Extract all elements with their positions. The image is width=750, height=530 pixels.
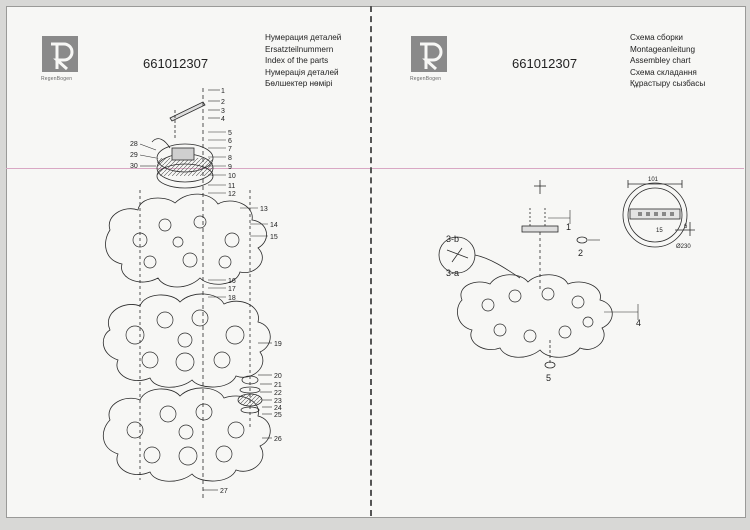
callout-2: 2 <box>578 248 583 258</box>
title-ru: Схема сборки <box>630 33 683 42</box>
callout-8: 8 <box>228 155 232 162</box>
callout-14: 14 <box>270 222 278 229</box>
title-ua: Нумерація деталей <box>265 67 339 77</box>
title-kz: Құрастыру сызбасы <box>630 79 706 89</box>
title-de: Ersatzteilnummern <box>265 44 334 54</box>
callout-25: 25 <box>274 412 282 419</box>
regenbogen-logo-icon <box>42 36 78 72</box>
dimension-diameter: Ø230 <box>676 244 691 250</box>
dimension-101: 101 <box>648 177 659 183</box>
title-en: Index of the parts <box>265 56 329 66</box>
callout-5: 5 <box>546 373 551 383</box>
instruction-sheet <box>6 6 746 518</box>
callout-15: 15 <box>270 234 278 241</box>
page-titles: Нумерация деталей Ersatzteilnummern Inde… <box>265 32 341 90</box>
dimension-6: 6 <box>684 224 688 230</box>
callout-21: 21 <box>274 382 282 389</box>
callout-5: 5 <box>228 130 232 137</box>
fold-line <box>370 6 372 516</box>
callout-24: 24 <box>274 405 282 412</box>
page-titles: Схема сборки Montageanleitung Assembley … <box>630 32 705 90</box>
callout-3: 3 <box>221 108 225 115</box>
callout-28: 28 <box>130 141 138 148</box>
dimension-15: 15 <box>656 228 663 234</box>
callout-20: 20 <box>274 373 282 380</box>
callout-17: 17 <box>228 286 236 293</box>
callout-11: 11 <box>228 183 235 190</box>
callout-7: 7 <box>228 146 232 153</box>
callout-1: 1 <box>566 222 571 232</box>
callout-3a: 3-a <box>446 268 459 278</box>
callout-2: 2 <box>221 99 225 106</box>
callout-9: 9 <box>228 164 232 171</box>
callout-13: 13 <box>260 206 268 213</box>
callout-12: 12 <box>228 191 236 198</box>
title-ru: Нумерация деталей <box>265 33 342 42</box>
callout-1: 1 <box>221 88 225 95</box>
callout-27: 27 <box>220 488 228 495</box>
guide-line <box>6 168 744 169</box>
callout-23: 23 <box>274 398 282 405</box>
title-ua: Схема складання <box>630 67 697 77</box>
callout-10: 10 <box>228 173 236 180</box>
title-de: Montageanleitung <box>630 44 696 54</box>
logo-text: RegenBogen <box>410 76 442 82</box>
callout-30: 30 <box>130 163 138 170</box>
product-code: 661012307 <box>143 56 209 71</box>
logo-text: RegenBogen <box>41 76 73 82</box>
callout-6: 6 <box>228 138 232 145</box>
callout-22: 22 <box>274 390 282 397</box>
callout-4: 4 <box>636 318 641 328</box>
callout-18: 18 <box>228 295 236 302</box>
callout-29: 29 <box>130 152 138 159</box>
regenbogen-logo-icon <box>411 36 447 72</box>
callout-4: 4 <box>221 116 225 123</box>
callout-3b: 3-b <box>446 234 459 244</box>
callout-19: 19 <box>274 341 282 348</box>
title-kz: Бөлшектер нөмірі <box>265 79 333 89</box>
title-en: Assembley chart <box>630 56 691 66</box>
product-code: 661012307 <box>512 56 578 71</box>
callout-26: 26 <box>274 436 282 443</box>
callout-16: 16 <box>228 278 236 285</box>
